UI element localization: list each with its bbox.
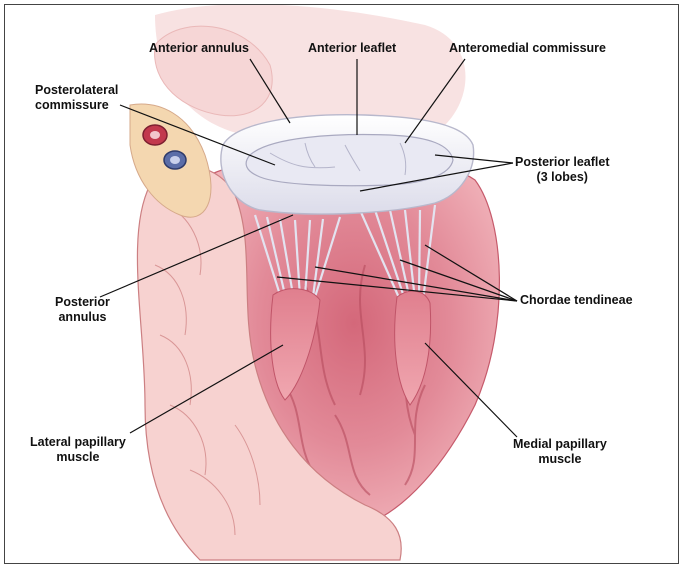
- leader-chordae-a: [276, 276, 518, 302]
- leader-chordae-c: [399, 259, 518, 302]
- mitral-valve-illustration: [129, 5, 500, 561]
- label-posterior-leaflet: Posterior leaflet(3 lobes): [515, 155, 610, 184]
- leader-posterior-leaflet-a: [434, 154, 514, 164]
- lateral-papillary-muscle-shape: [270, 288, 321, 401]
- label-anterior-leaflet: Anterior leaflet: [308, 41, 397, 55]
- label-chordae-tendineae: Chordae tendineae: [520, 293, 633, 307]
- leader-posterolateral-commissure: [119, 104, 276, 166]
- aortic-root: [154, 25, 273, 117]
- leader-anterior-annulus: [249, 58, 291, 124]
- mitral-valve-figure: Anterior annulus Anterior leaflet Antero…: [4, 4, 679, 564]
- leader-lateral-papillary: [129, 344, 284, 434]
- valve-orifice: [245, 133, 454, 187]
- leader-anteromedial-commissure: [404, 58, 466, 144]
- leader-posterior-leaflet-b: [359, 162, 514, 192]
- leader-posterior-annulus: [99, 214, 294, 298]
- medial-papillary-muscle-shape: [394, 290, 432, 406]
- leader-lines: [99, 58, 518, 438]
- leader-chordae-d: [424, 244, 518, 302]
- leaflet-folds: [269, 142, 407, 176]
- label-anterior-annulus: Anterior annulus: [149, 41, 250, 55]
- leader-chordae-b: [314, 266, 518, 302]
- ventricular-wall: [136, 166, 402, 561]
- label-anteromedial-commissure: Anteromedial commissure: [449, 41, 606, 55]
- chordae-tendineae-strands: [253, 204, 437, 301]
- leader-medial-papillary: [424, 342, 518, 438]
